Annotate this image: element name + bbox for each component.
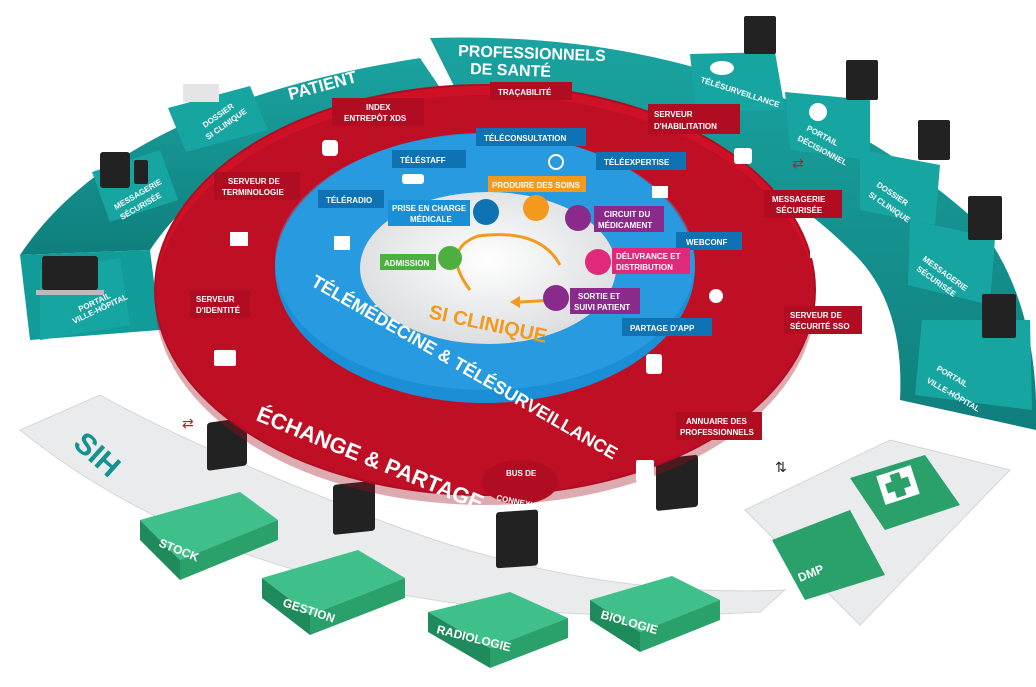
red-tag-annuaire[interactable]: ANNUAIRE DES PROFESSIONNELS [676,412,762,440]
red-tag-securite-line1: SERVEUR DE [790,311,843,320]
blue-tag-teleradio[interactable]: TÉLÉRADIO [318,190,384,208]
dmp-panel: DMP ⇅ [744,439,1011,626]
book-icon [230,232,248,246]
step-admission[interactable]: ADMISSION [380,246,462,270]
step-sortie-line1: SORTIE ET [578,292,620,301]
red-tag-securite-line2: SÉCURITÉ SSO [790,322,850,331]
red-tag-tracabilite-label: TRAÇABILITÉ [498,88,552,97]
sih-station-radiologie[interactable]: RADIOLOGIE [428,509,568,668]
clipboard-icon [438,246,462,270]
red-tag-index[interactable]: INDEX ENTREPÔT XDS [332,98,424,126]
red-tag-identite[interactable]: SERVEUR D'IDENTITÉ [190,290,250,318]
step-admission-label: ADMISSION [384,259,430,268]
red-tag-annuaire-line1: ANNUAIRE DES [686,417,748,426]
red-tag-messagerie[interactable]: MESSAGERIE SÉCURISÉE [764,190,842,218]
xray-icon [334,236,350,250]
sih-station-stock[interactable]: STOCK [140,417,278,580]
red-tag-habilitation[interactable]: SERVEUR D'HABILITATION [648,104,740,134]
blue-tag-telestaff-label: TÉLÉSTAFF [400,156,446,165]
patient-item-messagerie[interactable]: MESSAGERIE SÉCURISÉE [92,150,178,222]
red-tag-annuaire-line2: PROFESSIONNELS [680,428,754,437]
discharge-icon [543,285,569,311]
red-tag-terminologie[interactable]: SERVEUR DE TERMINOLOGIE [214,172,300,200]
red-tag-index-line1: INDEX [366,103,391,112]
group-icon [402,174,424,184]
stethoscope-icon [548,154,564,170]
patient-item-dossier[interactable]: DOSSIER SI CLINIQUE [168,84,268,152]
step-prise-line2: MÉDICALE [410,215,452,224]
dmp-exchange-arrows: ⇅ [775,459,787,475]
blue-tag-teleexpertise-label: TÉLÉEXPERTISE [604,158,670,167]
professionnels-title-line1: PROFESSIONNELS [458,43,606,65]
blue-tag-teleexpertise[interactable]: TÉLÉEXPERTISE [596,152,686,170]
blue-tag-teleradio-label: TÉLÉRADIO [326,196,372,205]
exchange-arrows-right: ⇄ [792,155,804,171]
bus-connexion: BUS DE CONNEXION [482,460,558,512]
step-produire-label: PRODUIRE DES SOINS [492,181,581,190]
step-circuit-line1: CIRCUIT DU [604,210,650,219]
eye-icon [473,199,499,225]
blue-tag-partage-label: PARTAGE D'APP [630,324,695,333]
share-app-icon [646,354,662,374]
red-tag-tracabilite[interactable]: TRAÇABILITÉ [490,82,572,100]
nurse-icon [523,195,549,221]
pro-item-portail-ville[interactable]: PORTAIL VILLE-HÔPITAL [915,294,1032,414]
webcam-icon [709,289,723,303]
red-tag-messagerie-line1: MESSAGERIE [772,195,826,204]
red-tag-habilitation-line2: D'HABILITATION [654,122,717,131]
doctor-badge-icon [734,148,752,164]
step-prise-line1: PRISE EN CHARGE [392,204,467,213]
key-icon: ⚿ [796,365,811,387]
step-circuit[interactable]: CIRCUIT DU MÉDICAMENT [565,205,664,232]
blue-tag-teleconsultation-label: TÉLÉCONSULTATION [484,134,566,143]
step-delivrance[interactable]: DÉLIVRANCE ET DISTRIBUTION [585,248,690,275]
exchange-arrows-bottom: ⇄ [182,415,194,431]
red-tag-index-line2: ENTREPÔT XDS [344,114,407,123]
bus-line1: BUS DE [506,469,537,478]
step-sortie-line2: SUIVI PATIENT [574,303,630,312]
red-tag-habilitation-line1: SERVEUR [654,110,693,119]
step-produire[interactable]: PRODUIRE DES SOINS [488,176,586,221]
red-tag-terminologie-line1: SERVEUR DE [228,177,281,186]
red-tag-identite-line2: D'IDENTITÉ [196,306,241,315]
blue-tag-telestaff[interactable]: TÉLÉSTAFF [392,150,466,168]
pro-item-telesurveillance[interactable]: TÉLÉSURVEILLANCE [690,16,785,112]
red-tag-identite-line1: SERVEUR [196,295,235,304]
step-sortie[interactable]: SORTIE ET SUIVI PATIENT [543,285,640,314]
patient-arc: PATIENT DOSSIER SI CLINIQUE MESSAGERIE S… [20,58,445,340]
blue-tag-webconf[interactable]: WEBCONF [676,232,742,250]
database-icon [322,140,338,156]
red-tag-messagerie-line2: SÉCURISÉE [776,206,823,215]
directory-icon [636,460,654,482]
blue-tag-webconf-label: WEBCONF [686,238,727,247]
red-tag-securite[interactable]: SERVEUR DE SÉCURITÉ SSO [784,306,862,334]
step-prise[interactable]: PRISE EN CHARGE MÉDICALE [388,199,499,226]
blue-tag-partage[interactable]: PARTAGE D'APP [622,318,712,336]
mail-icon [810,244,832,258]
id-card-icon [214,350,236,366]
caduceus-icon [565,205,591,231]
blue-tag-teleconsultation[interactable]: TÉLÉCONSULTATION [476,128,586,146]
sih-band: SIH STOCK GESTION RADIOLOGIE [19,394,787,668]
sih-station-biologie[interactable]: BIOLOGIE [590,454,720,652]
report-icon [652,186,668,198]
patient-item-portail[interactable]: PORTAIL VILLE-HÔPITAL [36,256,130,340]
step-delivrance-line2: DISTRIBUTION [616,263,673,272]
step-circuit-line2: MÉDICAMENT [598,221,652,230]
red-tag-terminologie-line2: TERMINOLOGIE [222,188,284,197]
professionnels-title-line2: DE SANTÉ [470,59,552,81]
step-delivrance-line1: DÉLIVRANCE ET [616,252,681,261]
pharmacy-icon [585,249,611,275]
dmp-folder[interactable]: DMP [772,510,885,600]
medical-folder[interactable] [850,455,960,530]
